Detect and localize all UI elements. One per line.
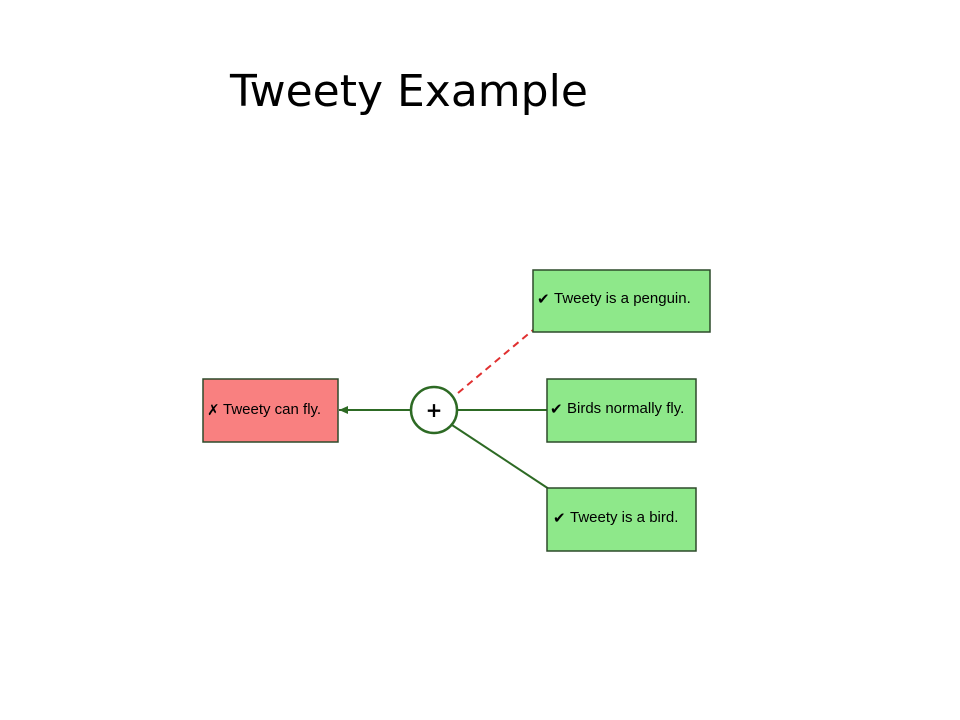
cross-icon: ✗ [207, 401, 220, 419]
premise-label: Tweety is a penguin. [554, 290, 691, 307]
check-icon: ✔ [550, 400, 563, 418]
premise-node-tweety-is-a-bird[interactable]: ✔ Tweety is a bird. [546, 487, 697, 552]
check-icon: ✔ [553, 509, 566, 527]
plus-operator-node[interactable]: + [409, 385, 459, 435]
premise-node-birds-normally-fly[interactable]: ✔ Birds normally fly. [546, 378, 697, 443]
attack-edge [457, 329, 534, 394]
premise-label: Birds normally fly. [567, 400, 684, 417]
slide-title: Tweety Example [230, 66, 588, 117]
conclusion-node[interactable]: ✗ Tweety can fly. [202, 378, 339, 443]
support-edge-tweety-is-a-bird [451, 424, 550, 490]
conclusion-label: Tweety can fly. [223, 401, 321, 418]
premise-node-penguin[interactable]: ✔ Tweety is a penguin. [532, 269, 711, 333]
premise-label: Tweety is a bird. [570, 509, 678, 526]
plus-icon: + [426, 398, 443, 422]
check-icon: ✔ [537, 290, 550, 308]
